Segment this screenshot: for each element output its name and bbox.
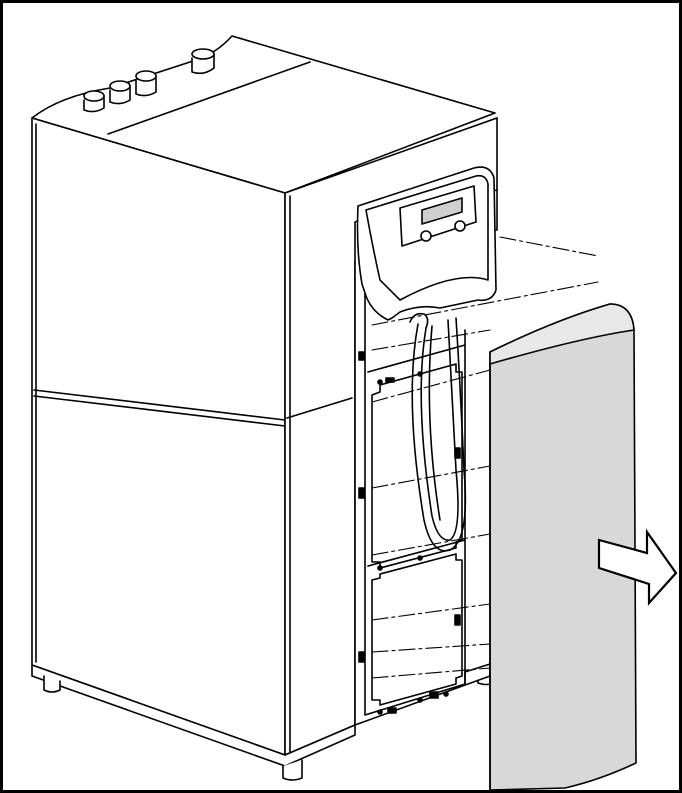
knob-icon [420, 230, 432, 242]
inner-rail-mid [367, 539, 466, 567]
mounting-plate-lower [371, 553, 463, 706]
hose-cable [428, 325, 441, 521]
clip-tabs [358, 351, 461, 714]
pipe-connections [83, 48, 215, 113]
cabinet-panel-seam [33, 389, 286, 421]
cabinet-panel-seam-2 [33, 395, 286, 427]
hose-inner [420, 319, 459, 541]
screw-holes [377, 371, 449, 715]
cabinet-left-face [31, 117, 286, 756]
control-box-front [365, 174, 489, 301]
side-panel-top [489, 303, 635, 365]
cabinet-top-seam [107, 61, 311, 135]
alignment-guides [371, 236, 599, 679]
cabinet-top [31, 35, 496, 194]
button-icon [454, 220, 466, 232]
cabinet-base [31, 664, 356, 767]
display-screen [421, 197, 463, 225]
mounting-plate-upper [371, 363, 463, 569]
arrow-right-icon [597, 528, 678, 606]
hose-outer [411, 317, 467, 552]
cabinet-right-seam [286, 397, 353, 419]
